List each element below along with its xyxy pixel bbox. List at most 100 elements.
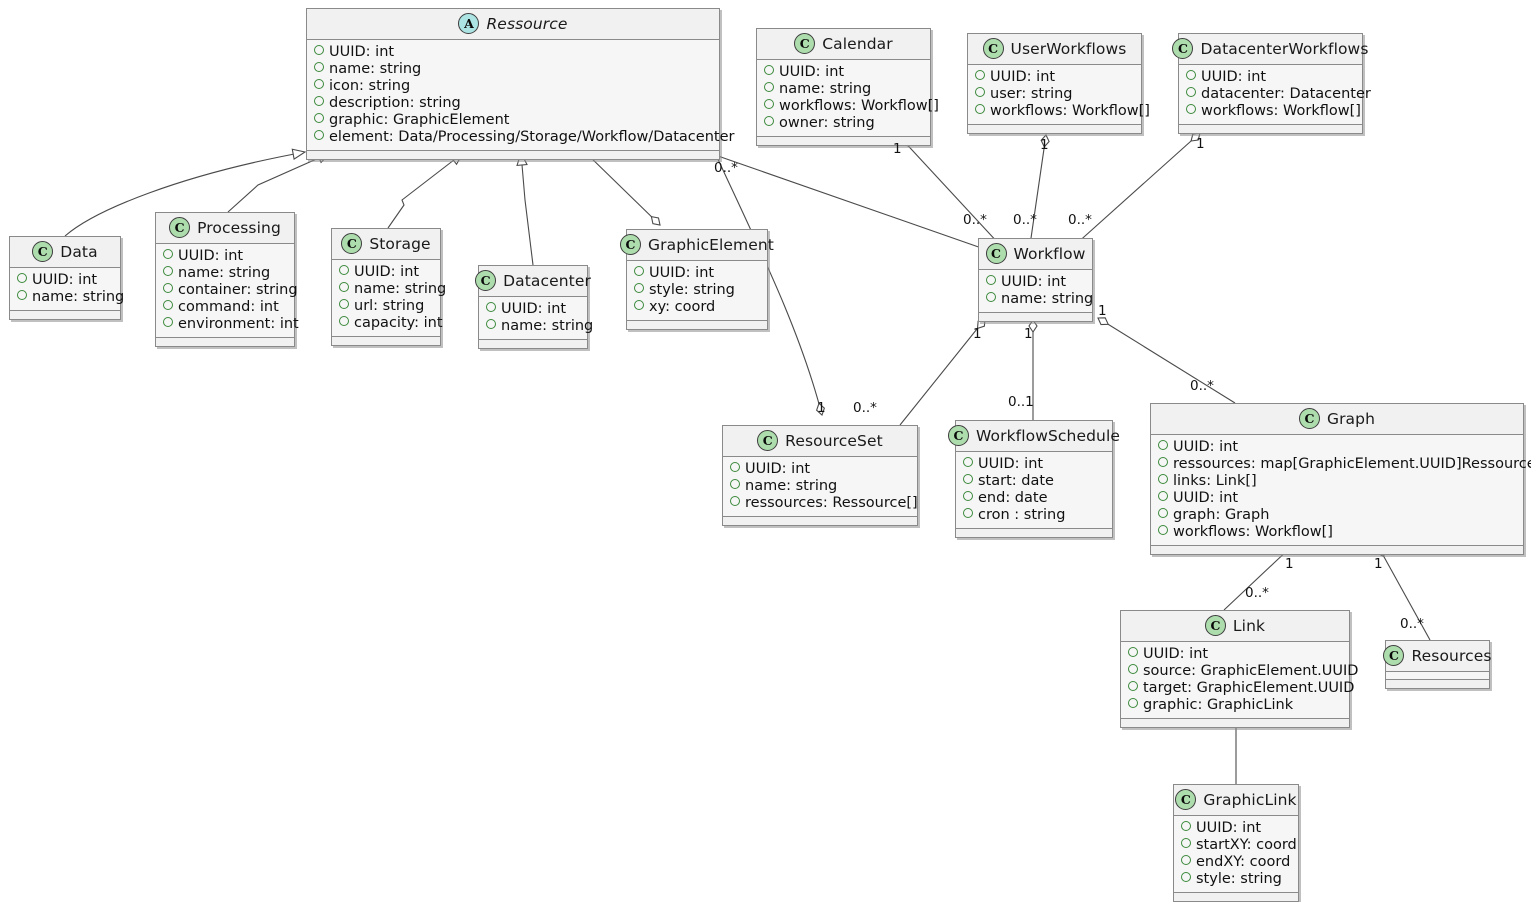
attribute-text: links: Link[] — [1173, 473, 1257, 489]
class-box-processing[interactable]: C Processing UUID: int name: string cont… — [155, 212, 299, 347]
attribute-text: name: string — [501, 318, 594, 334]
class-icon: C — [1175, 789, 1197, 810]
visibility-public-icon — [339, 282, 349, 292]
multiplicity-label: 1 — [1374, 556, 1383, 572]
class-operations-ressource — [307, 151, 719, 159]
class-attributes-workflowschedule: UUID: int start: date end: date cron : s… — [956, 452, 1112, 529]
visibility-public-icon — [1158, 440, 1168, 450]
class-attributes-resources — [1386, 672, 1489, 680]
class-box-graph[interactable]: C Graph UUID: int ressources: map[Graphi… — [1150, 403, 1531, 555]
class-header-resourceset: C ResourceSet — [723, 426, 917, 457]
multiplicity-label: 1 — [817, 400, 826, 416]
visibility-public-icon — [163, 266, 173, 276]
class-box-graphiclink[interactable]: C GraphicLink UUID: int startXY: coord e… — [1173, 784, 1299, 902]
class-box-calendar[interactable]: C Calendar UUID: int name: string workfl… — [756, 28, 939, 146]
attribute-text: style: string — [1196, 871, 1282, 887]
attribute-row: name: string — [17, 289, 124, 306]
attribute-text: startXY: coord — [1196, 837, 1297, 853]
attribute-text: name: string — [354, 281, 447, 297]
visibility-public-icon — [963, 491, 973, 501]
class-attributes-data: UUID: int name: string — [10, 268, 124, 311]
class-box-workflowschedule[interactable]: C WorkflowSchedule UUID: int start: date… — [948, 420, 1120, 538]
class-operations-calendar — [757, 137, 930, 145]
class-attributes-userworkflows: UUID: int user: string workflows: Workfl… — [968, 65, 1150, 125]
visibility-public-icon — [730, 462, 740, 472]
class-name-resourceset: ResourceSet — [785, 431, 883, 450]
attribute-row: start: date — [963, 473, 1106, 490]
class-operations-resourceset — [723, 517, 917, 525]
class-header-processing: C Processing — [156, 213, 294, 244]
class-operations-graphicelement — [627, 321, 767, 329]
attribute-text: name: string — [779, 81, 872, 97]
class-name-processing: Processing — [197, 218, 281, 237]
class-header-resources: C Resources — [1383, 641, 1491, 672]
attribute-row: cron : string — [963, 507, 1106, 524]
multiplicity-label: 0..* — [1013, 212, 1037, 228]
class-header-datacenter: C Datacenter — [475, 266, 591, 297]
attribute-text: name: string — [178, 265, 271, 281]
attribute-row: workflows: Workflow[] — [975, 103, 1150, 120]
class-header-userworkflows: C UserWorkflows — [968, 34, 1141, 65]
attribute-text: UUID: int — [1173, 490, 1239, 506]
class-name-link: Link — [1232, 616, 1266, 635]
attribute-text: workflows: Workflow[] — [779, 98, 939, 114]
class-icon: C — [475, 270, 497, 291]
class-box-datacenterworkflows[interactable]: C DatacenterWorkflows UUID: int datacent… — [1172, 33, 1371, 134]
attribute-row: UUID: int — [1128, 646, 1343, 663]
class-operations-datacenter — [479, 340, 587, 348]
attribute-text: name: string — [32, 289, 125, 305]
visibility-public-icon — [1158, 525, 1168, 535]
attribute-row: environment: int — [163, 316, 299, 333]
class-attributes-graphiclink: UUID: int startXY: coord endXY: coord st… — [1174, 816, 1298, 893]
class-box-userworkflows[interactable]: C UserWorkflows UUID: int user: string w… — [967, 33, 1150, 134]
class-icon: C — [1298, 408, 1320, 429]
class-icon: C — [948, 425, 969, 446]
attribute-row: workflows: Workflow[] — [764, 98, 939, 115]
visibility-public-icon — [339, 316, 349, 326]
visibility-public-icon — [163, 283, 173, 293]
attribute-text: xy: coord — [649, 299, 716, 315]
attribute-text: UUID: int — [329, 44, 395, 60]
class-box-datacenter[interactable]: C Datacenter UUID: int name: string — [475, 265, 593, 349]
attribute-text: datacenter: Datacenter — [1201, 86, 1371, 102]
class-name-storage: Storage — [369, 234, 431, 253]
attribute-row: links: Link[] — [1158, 473, 1517, 490]
multiplicity-label: 1 — [1040, 137, 1049, 153]
class-box-ressource[interactable]: A Ressource UUID: int name: string icon:… — [306, 8, 734, 160]
class-name-graph: Graph — [1326, 409, 1376, 428]
visibility-public-icon — [963, 474, 973, 484]
class-operations-workflowschedule — [956, 529, 1112, 537]
visibility-public-icon — [314, 62, 324, 72]
attribute-text: UUID: int — [990, 69, 1056, 85]
visibility-public-icon — [339, 299, 349, 309]
multiplicity-label: 0..* — [963, 212, 987, 228]
attribute-text: UUID: int — [649, 265, 715, 281]
visibility-public-icon — [1181, 872, 1191, 882]
visibility-public-icon — [1158, 474, 1168, 484]
attribute-row: UUID: int — [17, 272, 114, 289]
class-box-link[interactable]: C Link UUID: int source: GraphicElement.… — [1120, 610, 1358, 728]
attribute-text: start: date — [978, 473, 1054, 489]
class-box-workflow[interactable]: C Workflow UUID: int name: string — [978, 238, 1093, 322]
class-box-graphicelement[interactable]: C GraphicElement UUID: int style: string… — [620, 229, 774, 330]
class-operations-storage — [332, 337, 440, 345]
visibility-public-icon — [314, 45, 324, 55]
visibility-public-icon — [975, 87, 985, 97]
class-box-resources[interactable]: C Resources — [1383, 640, 1491, 689]
class-box-storage[interactable]: C Storage UUID: int name: string url: st… — [331, 228, 446, 346]
class-header-data: C Data — [10, 237, 120, 268]
class-icon: C — [985, 243, 1007, 264]
attribute-text: UUID: int — [779, 64, 845, 80]
visibility-public-icon — [1128, 681, 1138, 691]
visibility-public-icon — [1158, 508, 1168, 518]
attribute-text: name: string — [745, 478, 838, 494]
attribute-text: owner: string — [779, 115, 875, 131]
edge-calendar-workflow — [899, 136, 1001, 246]
multiplicity-label: 1 — [1024, 326, 1033, 342]
attribute-row: UUID: int — [730, 461, 911, 478]
class-box-data[interactable]: C Data UUID: int name: string — [9, 236, 124, 320]
attribute-row: command: int — [163, 299, 288, 316]
visibility-public-icon — [163, 249, 173, 259]
class-box-resourceset[interactable]: C ResourceSet UUID: int name: string res… — [722, 425, 918, 526]
attribute-row: UUID: int — [1158, 490, 1517, 507]
